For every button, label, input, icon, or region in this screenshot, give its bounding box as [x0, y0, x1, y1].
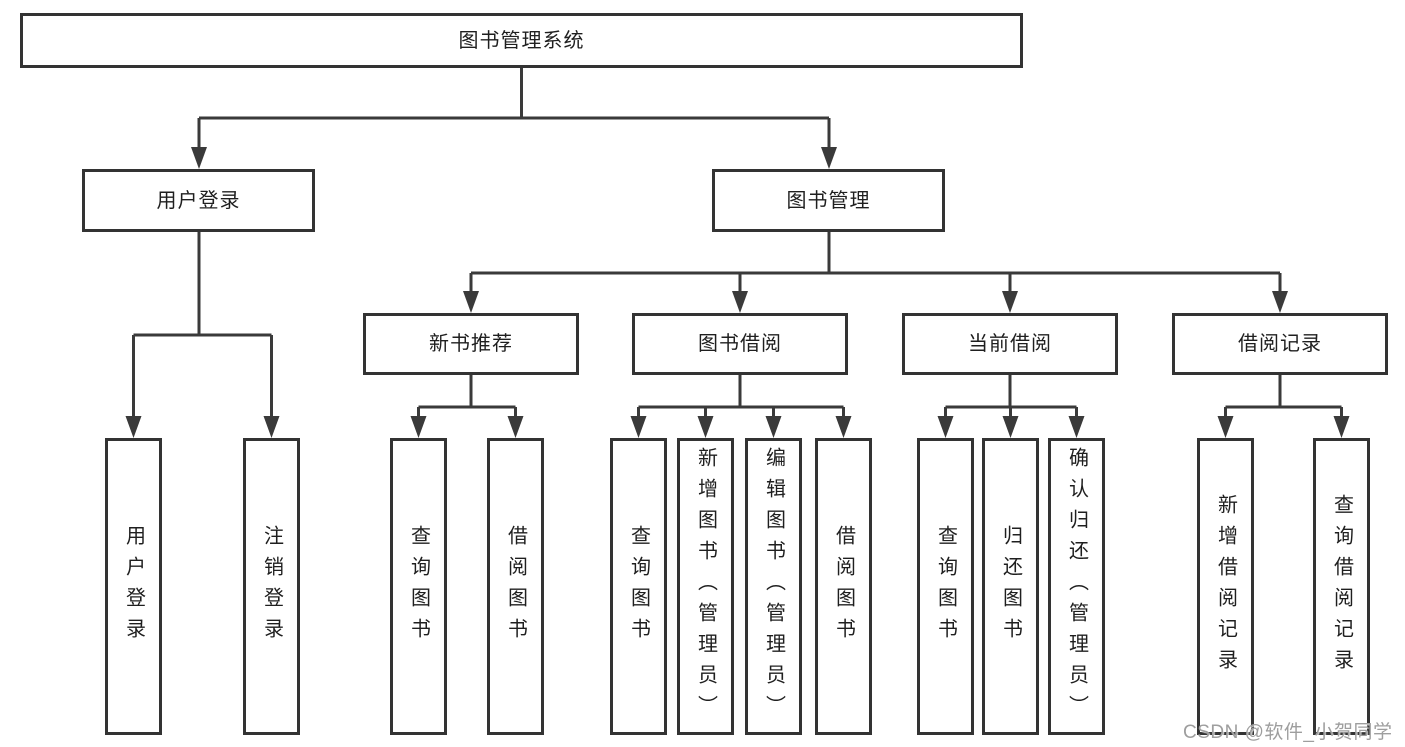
leaf-add-books-admin: 新增图书（管理员）: [677, 438, 734, 735]
leaf-query-books-recommend: 查询图书: [390, 438, 447, 735]
leaf-label: 新增借阅记录: [1214, 493, 1237, 680]
leaf-add-borrow-record: 新增借阅记录: [1197, 438, 1254, 735]
node-borrowing-records: 借阅记录: [1172, 313, 1388, 375]
leaf-label: 确认归还（管理员）: [1065, 447, 1088, 726]
leaf-label: 归还图书: [999, 524, 1022, 649]
leaf-edit-books-admin: 编辑图书（管理员）: [745, 438, 802, 735]
leaf-label: 用户登录: [122, 524, 145, 649]
leaf-label: 借阅图书: [832, 524, 855, 649]
leaf-label: 查询图书: [934, 524, 957, 649]
leaf-user-login: 用户登录: [105, 438, 162, 735]
node-label: 用户登录: [156, 189, 241, 212]
node-label: 新书推荐: [429, 333, 513, 355]
node-label: 图书管理系统: [458, 29, 585, 52]
node-user-login: 用户登录: [82, 169, 315, 232]
node-current-borrowing: 当前借阅: [902, 313, 1118, 375]
leaf-borrow-books-recommend: 借阅图书: [487, 438, 544, 735]
leaf-label: 查询图书: [407, 524, 430, 649]
leaf-label: 查询借阅记录: [1330, 493, 1353, 680]
leaf-label: 查询图书: [627, 524, 650, 649]
node-library-management-system: 图书管理系统: [20, 13, 1023, 68]
node-new-book-recommend: 新书推荐: [363, 313, 579, 375]
leaf-return-books: 归还图书: [982, 438, 1039, 735]
node-book-management: 图书管理: [712, 169, 945, 232]
leaf-label: 注销登录: [260, 524, 283, 649]
leaf-query-books-current: 查询图书: [917, 438, 974, 735]
leaf-label: 新增图书（管理员）: [694, 447, 717, 726]
node-label: 当前借阅: [968, 333, 1052, 355]
leaf-confirm-return-admin: 确认归还（管理员）: [1048, 438, 1105, 735]
leaf-query-borrow-record: 查询借阅记录: [1313, 438, 1370, 735]
leaf-borrow-books-borrowing: 借阅图书: [815, 438, 872, 735]
node-book-borrowing: 图书借阅: [632, 313, 848, 375]
node-label: 图书管理: [786, 189, 871, 212]
node-label: 图书借阅: [698, 333, 782, 355]
leaf-label: 借阅图书: [504, 524, 527, 649]
watermark: CSDN @软件_小贺同学: [1183, 722, 1393, 743]
leaf-query-books-borrowing: 查询图书: [610, 438, 667, 735]
leaf-label: 编辑图书（管理员）: [762, 447, 785, 726]
leaf-logout: 注销登录: [243, 438, 300, 735]
node-label: 借阅记录: [1238, 333, 1322, 355]
